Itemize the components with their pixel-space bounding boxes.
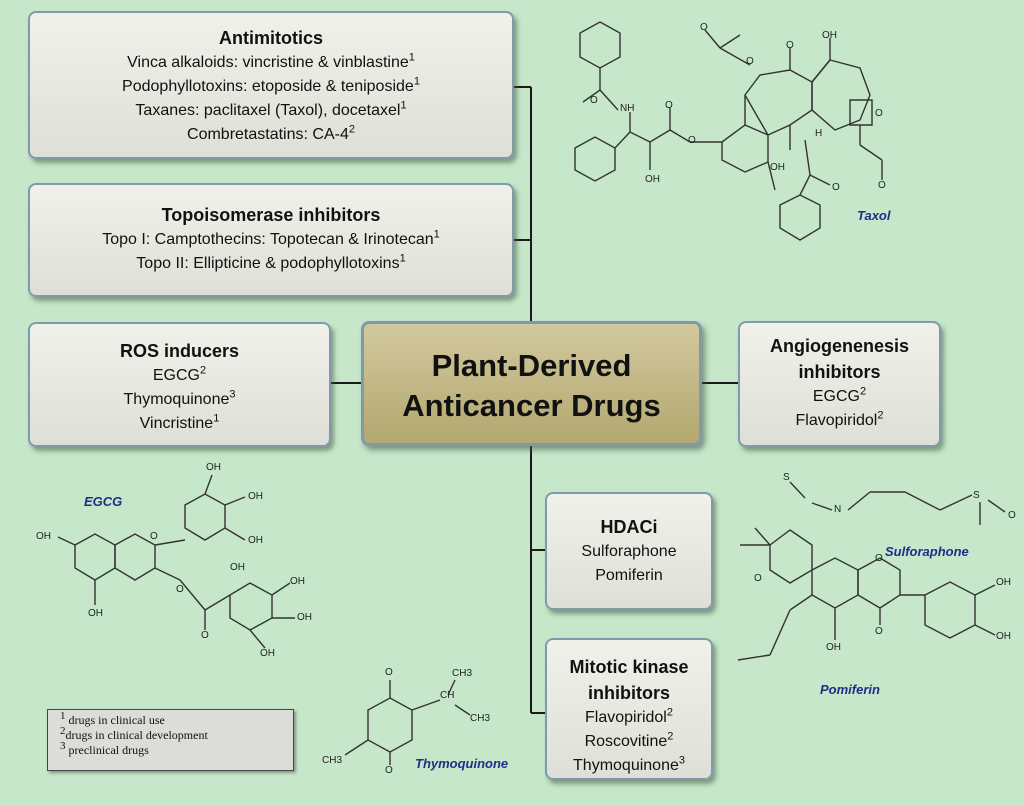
- topoisomerase-box: Topoisomerase inhibitors Topo I: Camptot…: [28, 183, 514, 297]
- antimitotics-title: Antimitotics: [218, 28, 323, 48]
- egcg-atom-label: OH: [36, 531, 51, 542]
- thymoquinone-label: Thymoquinone: [415, 756, 509, 771]
- thymoquinone-atom-label: O: [385, 667, 393, 678]
- sulforaphone-atom-label: S: [783, 472, 790, 483]
- thymoquinone-atom-label: CH3: [452, 668, 473, 679]
- taxol-structure: [574, 21, 883, 241]
- mitotic-item: Roscovitine2: [584, 730, 674, 750]
- taxol-atom-label: OH: [645, 174, 660, 185]
- taxol-atom-label: OH: [770, 162, 785, 173]
- antimitotics-item: Vinca alkaloids: vincristine & vinblasti…: [127, 51, 415, 71]
- thymoquinone-atom-label: CH: [440, 690, 455, 701]
- egcg-atom-label: OH: [248, 535, 263, 546]
- angio-item: EGCG2: [812, 385, 867, 405]
- egcg-atom-label: OH: [290, 576, 305, 587]
- pomiferin-label: Pomiferin: [820, 682, 880, 697]
- pomiferin-atom-label: OH: [996, 577, 1011, 588]
- taxol-atom-label: O: [700, 22, 708, 33]
- pomiferin-atom-label: OH: [996, 631, 1011, 642]
- egcg-atom-label: OH: [230, 562, 245, 573]
- taxol-atom-label: O: [832, 182, 840, 193]
- antimitotics-box: Antimitotics Vinca alkaloids: vincristin…: [28, 11, 514, 159]
- ros-item: Vincristine1: [139, 412, 220, 432]
- egcg-label: EGCG: [84, 494, 123, 509]
- antimitotics-item: Podophyllotoxins: etoposide & teniposide…: [122, 75, 420, 95]
- taxol-atom-label: O: [665, 100, 673, 111]
- antimitotics-item: Combretastatins: CA-42: [187, 123, 355, 143]
- center-title-box: Plant-Derived Anticancer Drugs: [361, 321, 702, 446]
- sulforaphone-atom-label: N: [834, 504, 842, 515]
- egcg-atom-label: O: [201, 630, 209, 641]
- thymoquinone-atom-label: CH3: [470, 713, 491, 724]
- antimitotics-item: Taxanes: paclitaxel (Taxol), docetaxel1: [135, 99, 407, 119]
- pomiferin-atom-label: OH: [826, 642, 841, 653]
- sulforaphone-label: Sulforaphone: [885, 544, 969, 559]
- hdaci-item: Sulforaphone: [581, 543, 677, 560]
- ros-item: EGCG2: [152, 364, 207, 384]
- mitotic-title-line2: inhibitors: [588, 683, 670, 703]
- ros-item: Thymoquinone3: [123, 388, 236, 408]
- egcg-atom-label: OH: [297, 612, 312, 623]
- angio-item: Flavopiridol2: [795, 409, 884, 429]
- angiogenesis-title-line1: Angiogenenesis: [769, 336, 910, 356]
- taxol-atom-label: O: [786, 40, 794, 51]
- taxol-atom-label: OH: [822, 30, 837, 41]
- egcg-atom-label: OH: [88, 608, 103, 619]
- thymoquinone-structure: [344, 679, 471, 765]
- connector-lines: [331, 86, 738, 714]
- topoisomerase-title: Topoisomerase inhibitors: [161, 205, 381, 225]
- angiogenesis-box: Angiogenenesis inhibitors EGCG2 Flavopir…: [738, 321, 941, 447]
- ros-inducers-title: ROS inducers: [119, 341, 240, 361]
- sulforaphone-atom-label: O: [1008, 510, 1016, 521]
- pomiferin-structure: [737, 527, 996, 661]
- pomiferin-atom-label: O: [754, 573, 762, 584]
- hdaci-title: HDACi: [600, 517, 658, 537]
- topoisomerase-item: Topo I: Camptothecins: Topotecan & Irino…: [102, 228, 440, 248]
- hdaci-box: HDACi Sulforaphone Pomiferin: [545, 492, 713, 610]
- legend-item: 1 drugs in clinical use: [60, 710, 165, 728]
- legend-item: 3 preclinical drugs: [60, 740, 149, 758]
- pomiferin-atom-label: O: [875, 553, 883, 564]
- angiogenesis-title-line2: inhibitors: [798, 362, 881, 382]
- taxol-atom-label: NH: [620, 103, 635, 114]
- thymoquinone-atom-label: CH3: [322, 755, 343, 766]
- egcg-atom-label: OH: [248, 491, 263, 502]
- sulforaphone-structure: [789, 481, 1006, 525]
- taxol-atom-label: O: [688, 135, 696, 146]
- mitotic-title-line1: Mitotic kinase: [569, 657, 689, 677]
- pomiferin-atom-label: O: [875, 626, 883, 637]
- ros-inducers-box: ROS inducers EGCG2 Thymoquinone3 Vincris…: [28, 322, 331, 447]
- center-title-line1: Plant-Derived: [431, 348, 632, 383]
- legend-item: 2drugs in clinical development: [60, 725, 208, 743]
- hdaci-item: Pomiferin: [595, 567, 663, 584]
- egcg-atom-label: OH: [206, 462, 221, 473]
- topoisomerase-item: Topo II: Ellipticine & podophyllotoxins1: [136, 252, 406, 272]
- sulforaphone-atom-label: S: [973, 490, 980, 501]
- egcg-structure: [57, 474, 295, 649]
- taxol-atom-label: O: [746, 56, 754, 67]
- taxol-atom-label: H: [815, 128, 823, 139]
- thymoquinone-atom-label: O: [385, 765, 393, 776]
- taxol-atom-label: O: [590, 95, 598, 106]
- taxol-label: Taxol: [857, 208, 891, 223]
- egcg-atom-label: O: [176, 584, 184, 595]
- center-title-line2: Anticancer Drugs: [402, 388, 661, 423]
- egcg-atom-label: O: [150, 531, 158, 542]
- mitotic-item: Flavopiridol2: [585, 706, 673, 726]
- legend-box: 1 drugs in clinical use 2drugs in clinic…: [47, 709, 294, 771]
- mitotic-kinase-box: Mitotic kinase inhibitors Flavopiridol2 …: [545, 638, 713, 780]
- mitotic-item: Thymoquinone3: [573, 754, 685, 774]
- egcg-atom-label: OH: [260, 648, 275, 659]
- taxol-atom-label: O: [875, 108, 883, 119]
- taxol-atom-label: O: [878, 180, 886, 191]
